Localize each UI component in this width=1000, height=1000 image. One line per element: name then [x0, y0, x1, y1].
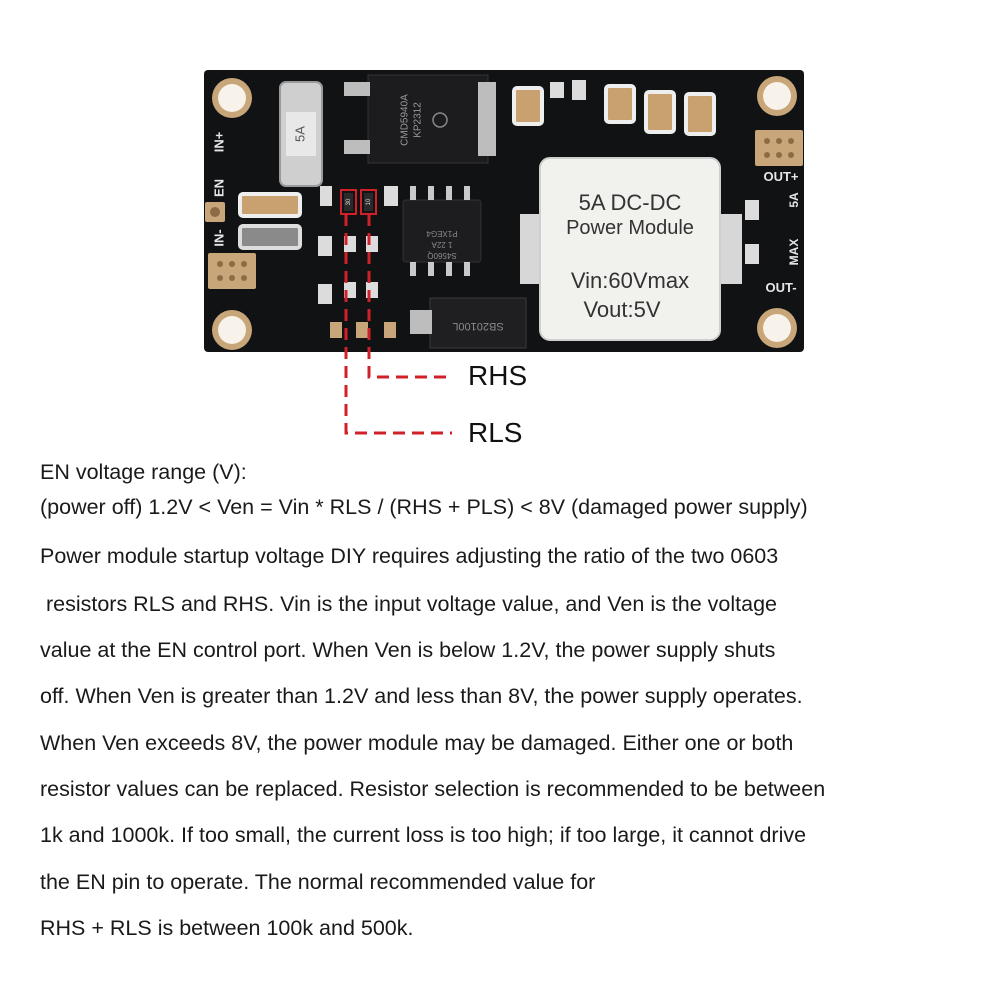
pin-label-out-plus: OUT+ — [763, 169, 798, 184]
out-plus-pad — [755, 130, 803, 166]
controller-ic: P1XEG4 1 22A S4560Q — [402, 186, 482, 276]
description-line: resistors RLS and RHS. Vin is the input … — [40, 592, 778, 616]
description-line: RHS + RLS is between 100k and 500k. — [40, 916, 414, 940]
smd-components — [318, 80, 759, 338]
ic-marking-2: 1 22A — [431, 240, 453, 249]
description-line: Power module startup voltage DIY require… — [40, 544, 779, 568]
rhs-resistor-code: 10 — [366, 198, 372, 205]
en-range-heading: EN voltage range (V): — [40, 460, 247, 484]
pin-label-current: 5A — [787, 192, 801, 208]
pin-label-in-plus: IN+ — [211, 131, 226, 152]
rhs-callout-label: RHS — [468, 360, 528, 391]
pin-label-out-minus: OUT- — [765, 280, 796, 295]
inductor: 5A DC-DC Power Module Vin:60Vmax Vout:5V — [520, 157, 742, 341]
rls-resistor-code: 30 — [346, 198, 352, 205]
description-line: When Ven exceeds 8V, the power module ma… — [40, 731, 794, 755]
rls-leader-line — [344, 214, 452, 435]
rls-resistor: 30 — [340, 189, 357, 215]
module-label-line1: 5A DC-DC — [579, 190, 682, 215]
rhs-leader-line — [367, 214, 452, 379]
description-line: resistor values can be replaced. Resisto… — [40, 777, 826, 801]
fuse: 5A — [279, 81, 323, 187]
description-line: value at the EN control port. When Ven i… — [40, 638, 776, 662]
mounting-hole-bottom-left — [212, 310, 252, 350]
mounting-hole-bottom-right — [757, 308, 797, 348]
ic-marking-3: S4560Q — [427, 251, 456, 260]
power-module-diagram: 5A CMD5940A KP2312 — [204, 70, 804, 435]
en-formula-line: (power off) 1.2V < Ven = Vin * RLS / (RH… — [40, 495, 808, 519]
fuse-label: 5A — [292, 126, 307, 142]
pin-label-in-minus: IN- — [211, 229, 226, 246]
pin-label-max: MAX — [787, 239, 801, 266]
ic-marking-1: P1XEG4 — [426, 229, 458, 238]
mounting-hole-top-left — [212, 78, 252, 118]
module-label-line3: Vin:60Vmax — [571, 268, 689, 293]
in-minus-pad — [208, 253, 256, 289]
module-label-line4: Vout:5V — [583, 297, 660, 322]
en-pad — [205, 202, 225, 222]
description-line: the EN pin to operate. The normal recomm… — [40, 870, 596, 894]
description-line: 1k and 1000k. If too small, the current … — [40, 823, 807, 847]
schottky-diode: SB20100L — [410, 297, 527, 349]
pin-label-en: EN — [211, 179, 226, 197]
module-label-line2: Power Module — [566, 217, 694, 239]
description-line: off. When Ven is greater than 1.2V and l… — [40, 684, 803, 708]
mosfet-marking-1: CMD5940A — [400, 94, 411, 146]
mounting-hole-top-right — [757, 76, 797, 116]
diode-marking: SB20100L — [452, 320, 503, 332]
mosfet-marking-2: KP2312 — [413, 102, 424, 138]
rls-callout-label: RLS — [468, 417, 523, 448]
mosfet: CMD5940A KP2312 — [344, 74, 496, 164]
capacitor — [238, 84, 716, 250]
